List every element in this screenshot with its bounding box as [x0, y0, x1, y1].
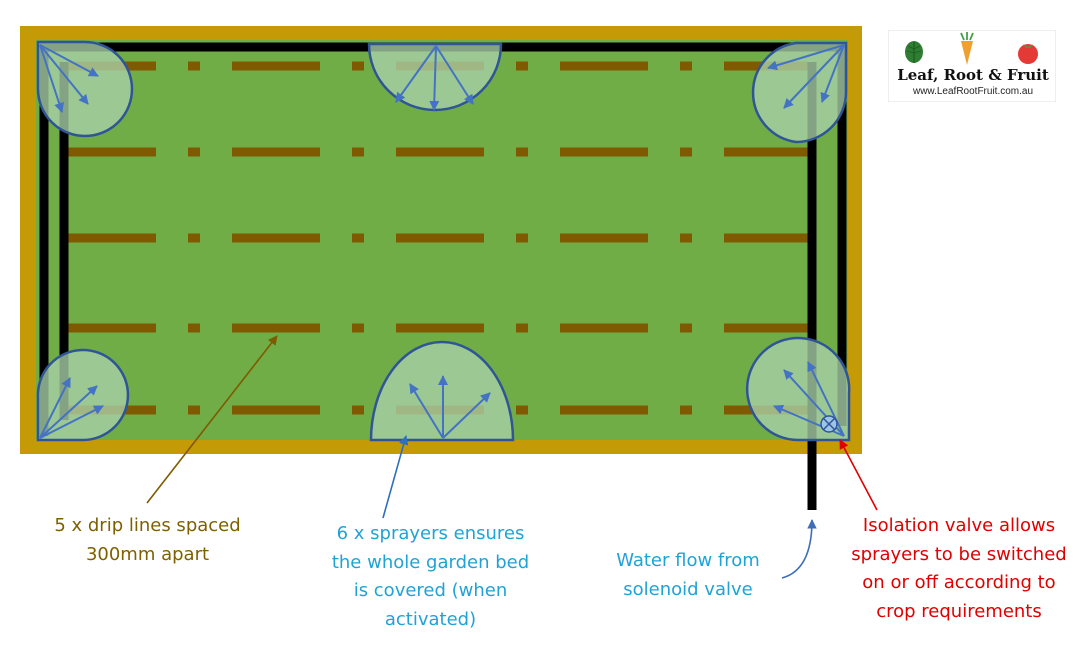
water-flow-arrow [781, 519, 817, 579]
tomato-icon [1018, 44, 1038, 64]
drip-lines-caption: 5 x drip lines spaced 300mm apart [54, 515, 241, 565]
isolation-valve [820, 415, 838, 433]
drip-lines-callout-arrow [146, 335, 278, 504]
logo-title: Leaf, Root & Fruit [897, 66, 1049, 84]
isolation-valve-callout-arrow [839, 439, 878, 511]
water-flow-caption: Water flow from solenoid valve [616, 550, 760, 600]
isolation-valve-caption: Isolation valve allows sprayers to be sw… [851, 515, 1067, 622]
logo-url: www.LeafRootFruit.com.au [912, 86, 1034, 97]
sprayers-callout-arrow [382, 435, 409, 519]
carrot-icon [960, 32, 974, 65]
sprayer-top-left [36, 40, 134, 138]
sprayers-caption: 6 x sprayers ensures the whole garden be… [331, 523, 530, 630]
spray-arrows [39, 44, 845, 439]
brand-logo: Leaf, Root & Fruit www.LeafRootFruit.com… [888, 30, 1056, 102]
sprayer-bottom-left [36, 348, 130, 442]
leaf-icon [905, 41, 923, 63]
